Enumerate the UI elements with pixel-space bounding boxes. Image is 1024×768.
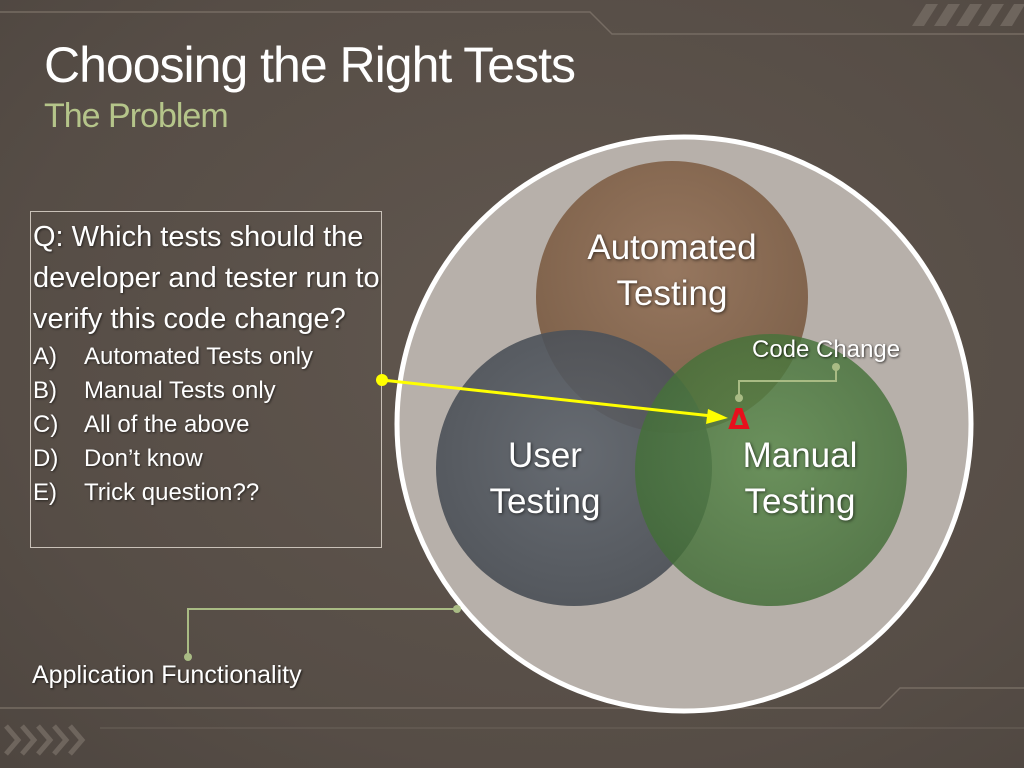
answer-option: A) Automated Tests only [33, 340, 381, 374]
answer-letter: A) [33, 343, 57, 370]
user-testing-label-line1: User [508, 436, 582, 475]
application-functionality-callout-line [187, 608, 457, 657]
answer-list: A) Automated Tests only B) Manual Tests on… [33, 340, 381, 510]
answer-text: Automated Tests only [84, 343, 314, 370]
user-testing-circle [436, 330, 712, 606]
answer-text: All of the above [84, 411, 250, 438]
top-frame-line [0, 11, 1024, 35]
code-change-delta-icon: Δ [728, 403, 750, 436]
slide-title: Choosing the Right Tests [44, 37, 576, 93]
question-arrow-line [381, 378, 713, 418]
question-text: Q: Which tests should the developer and … [33, 221, 380, 335]
answer-letter: E) [33, 479, 57, 506]
manual-testing-label-line1: Manual [742, 436, 858, 475]
application-functionality-callout-dot-right [453, 605, 461, 613]
answer-text: Don’t know [84, 445, 203, 472]
automated-testing-label-line1: Automated [587, 228, 757, 267]
automated-testing-label: Automated Testing [572, 225, 772, 317]
user-testing-label: User Testing [460, 433, 630, 525]
answer-option: D) Don’t know [33, 442, 381, 476]
answer-letter: D) [33, 445, 59, 472]
bottom-frame-line [0, 687, 1024, 709]
manual-testing-circle [635, 334, 907, 606]
manual-testing-label: Manual Testing [715, 433, 885, 525]
answer-text: Trick question?? [84, 479, 260, 506]
bottom-left-chevrons [4, 724, 86, 756]
automated-testing-label-line2: Testing [616, 274, 728, 313]
answer-option: B) Manual Tests only [33, 374, 381, 408]
code-change-label: Code Change [752, 336, 901, 363]
manual-testing-label-line2: Testing [744, 482, 856, 521]
slide-subtitle: The Problem [44, 97, 229, 135]
application-functionality-label: Application Functionality [32, 661, 302, 689]
answer-letter: C) [33, 411, 59, 438]
question-arrow-start-dot [376, 374, 388, 386]
top-right-stripes [912, 4, 1024, 26]
question-box: Q: Which tests should the developer and … [30, 211, 382, 548]
code-change-callout-dot-bottom [735, 394, 743, 402]
answer-text: Manual Tests only [84, 377, 276, 404]
code-change-callout-line [738, 367, 837, 398]
answer-option: C) All of the above [33, 408, 381, 442]
code-change-callout-dot-top [832, 363, 840, 371]
question-arrow-head [706, 409, 728, 424]
application-functionality-callout-dot-bottom [184, 653, 192, 661]
answer-letter: B) [33, 377, 57, 404]
answer-option: E) Trick question?? [33, 476, 381, 510]
user-testing-label-line2: Testing [489, 482, 601, 521]
